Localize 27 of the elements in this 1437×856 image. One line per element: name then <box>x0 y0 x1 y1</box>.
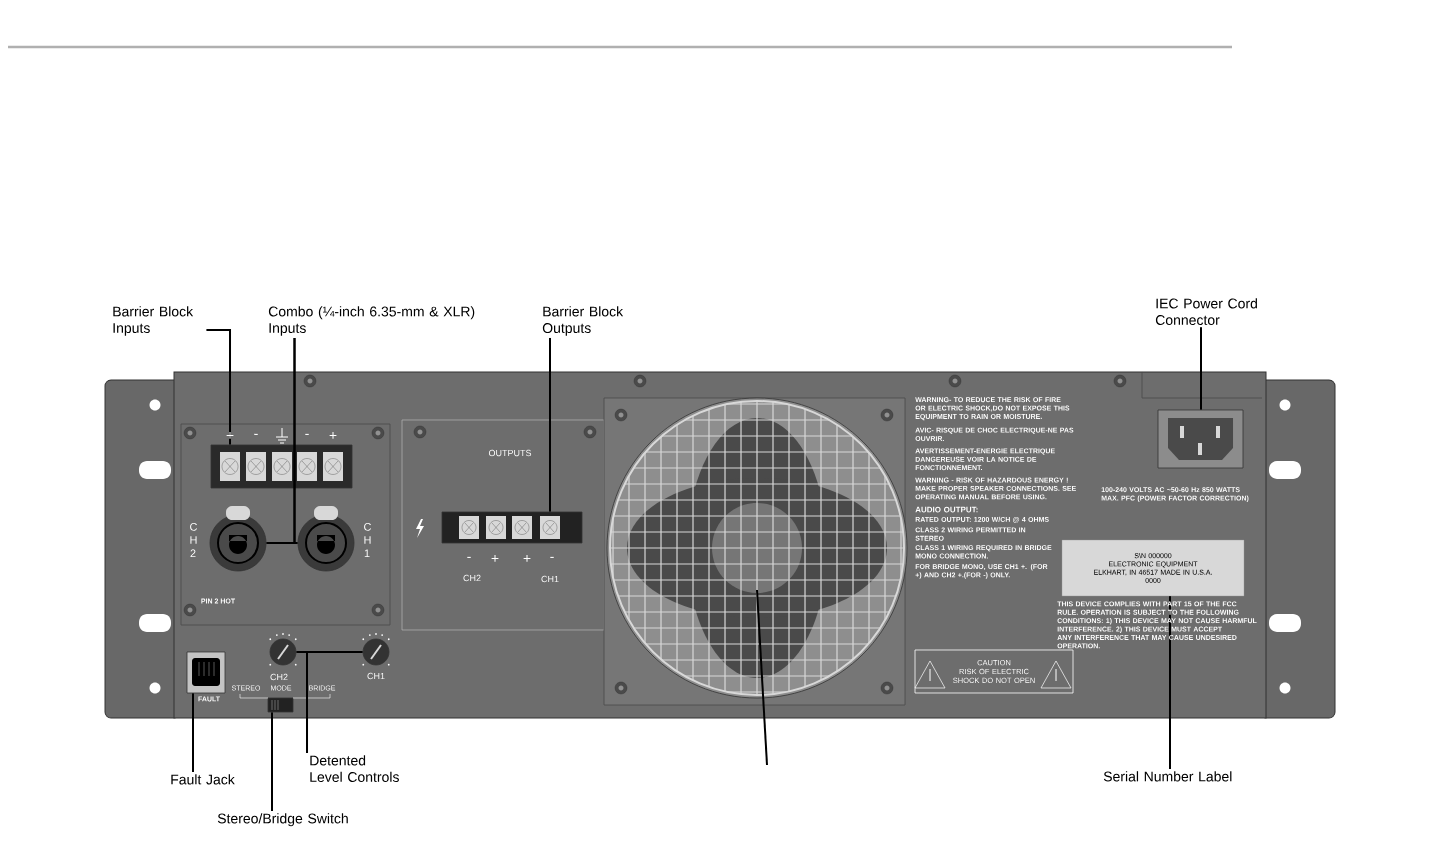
leader-line <box>205 329 231 446</box>
leader-line <box>192 692 194 773</box>
channel-label: CH1 <box>541 575 559 583</box>
level-knob <box>362 638 390 666</box>
callout-text: Combo (¼-inch 6.35-mm & XLR) Inputs <box>268 306 475 336</box>
callout-text: IEC Power Cord Connector <box>1155 298 1257 325</box>
polarity-sign: - <box>467 556 471 558</box>
callout-text: Stereo/Bridge Switch <box>217 813 348 827</box>
leader-line <box>306 651 364 754</box>
polarity-sign: - <box>305 433 309 435</box>
callout-text: Serial Number Label <box>1103 771 1232 782</box>
callout-text: Fault Jack <box>171 774 235 785</box>
leader-line <box>549 336 551 513</box>
callout-text: Barrier Block Outputs <box>542 306 624 336</box>
panel-label: OUTPUTS <box>488 449 532 457</box>
channel-label: CH2 <box>463 574 481 582</box>
callout-text: Barrier Block Inputs <box>113 306 194 336</box>
polarity-sign: - <box>550 556 554 558</box>
leader-line <box>1200 326 1202 411</box>
level-knob <box>269 638 297 666</box>
leader-line <box>1169 595 1171 770</box>
knob-label: CH2 <box>270 673 288 681</box>
spec-text: AUDIO OUTPUT: <box>915 506 978 513</box>
leader-line <box>756 589 768 766</box>
leader-line <box>293 336 299 544</box>
callout-text: Detented Level Controls <box>310 755 399 782</box>
leader-line <box>271 711 273 812</box>
